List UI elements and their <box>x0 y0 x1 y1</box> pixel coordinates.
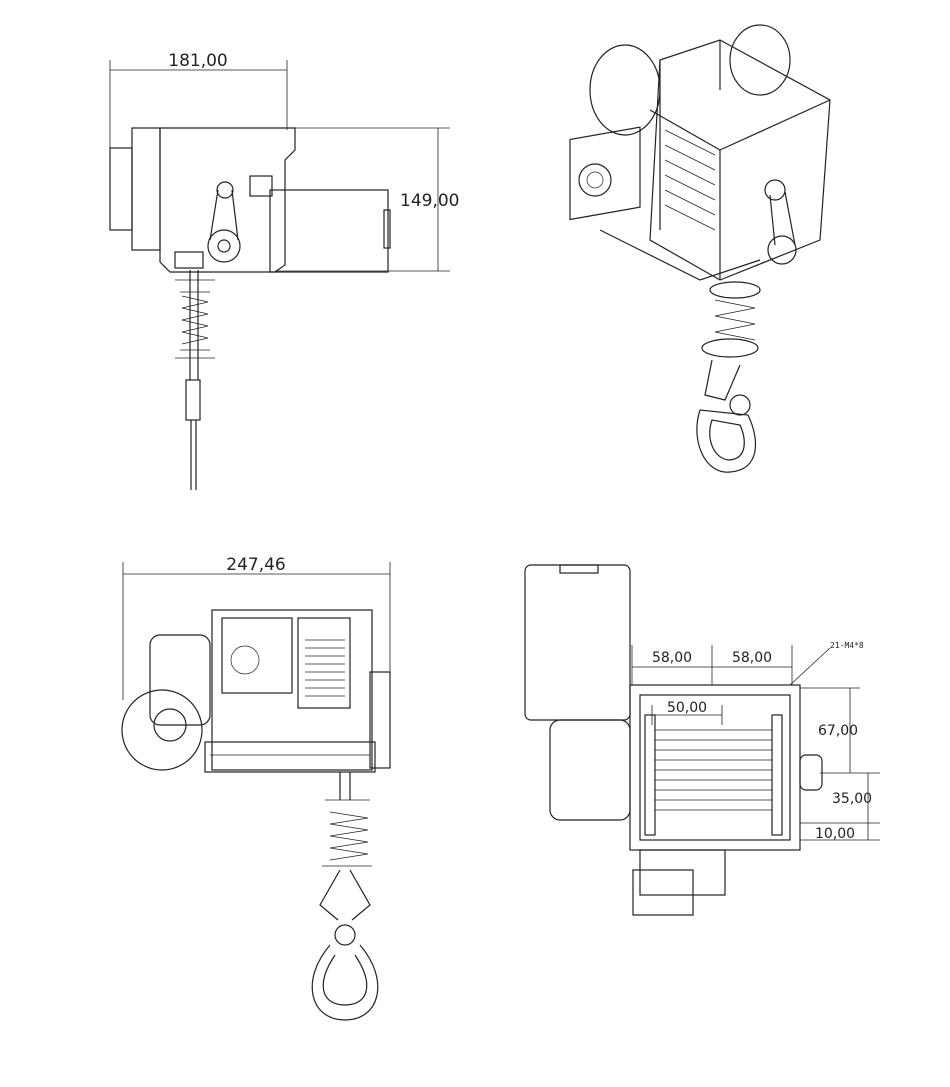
isometric-view <box>569 24 831 473</box>
dim-247: 247,46 <box>226 555 285 575</box>
dim-58-b: 58,00 <box>732 650 772 666</box>
dim-149: 149,00 <box>400 191 459 211</box>
dim-67: 67,00 <box>818 723 858 739</box>
top-view: 58,00 58,00 21-M4*8 50,00 67,00 35,00 10… <box>524 564 880 916</box>
side-view: 181,00 149,00 <box>109 51 459 490</box>
dim-58-a: 58,00 <box>652 650 692 666</box>
dim-35: 35,00 <box>832 791 872 807</box>
dim-50: 50,00 <box>667 700 707 716</box>
dim-10: 10,00 <box>815 826 855 842</box>
front-view: 247,46 <box>121 555 391 1021</box>
dim-181: 181,00 <box>168 51 227 71</box>
hole-note: 21-M4*8 <box>830 641 864 650</box>
